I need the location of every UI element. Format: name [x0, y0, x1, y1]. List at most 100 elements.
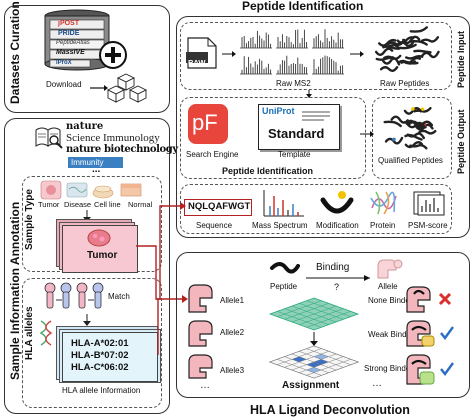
- tumor-tissue-icon: [40, 180, 62, 200]
- qualified-peptides-label: Qualified Peptides: [378, 156, 443, 165]
- hla-info-label: HLA allele Information: [62, 386, 141, 395]
- journal-more: ...: [92, 164, 101, 175]
- database-cylinder-icon: [44, 9, 110, 71]
- db-peptide-atlas: PeptideAtlas: [56, 40, 90, 46]
- psm-score-icon: [413, 191, 445, 216]
- pf-logo: [188, 104, 228, 144]
- deconv-binding-label: Binding: [316, 262, 350, 273]
- peptide-ident-sub-title: Peptide Identification: [222, 166, 314, 176]
- hla-value-2: HLA-B*07:02: [71, 350, 129, 361]
- deconv-question: ?: [334, 282, 340, 292]
- book-search-icon: [35, 127, 63, 149]
- peptide-input-box: [180, 22, 452, 90]
- disease-tissue-icon: [66, 182, 88, 198]
- db-pride: PRIDE: [58, 30, 80, 37]
- mass-spectrum-label: Mass Spectrum: [252, 221, 308, 230]
- down-arrow-icon: [306, 90, 312, 98]
- sample-normal: Normal: [128, 200, 153, 209]
- sample-disease: Disease: [64, 200, 92, 209]
- qualified-peptides-icon: [383, 106, 437, 150]
- hla-ligand-deconvolution-panel: [176, 252, 470, 398]
- sequence-label: Sequence: [196, 221, 233, 230]
- hla-alleles-box: [22, 278, 162, 408]
- none-binder-icon: [406, 286, 431, 313]
- double-arrow-icon: [306, 275, 370, 281]
- arrow-icon: [90, 85, 108, 91]
- strong-binder-label: Strong Binder: [364, 364, 413, 373]
- db-massive: MassIVE: [56, 49, 85, 56]
- allele3-icon: [188, 354, 213, 379]
- uniprot-template-card: [258, 104, 340, 150]
- tumor-selected-label: Tumor: [87, 250, 118, 261]
- sample-tumor: Tumor: [38, 200, 60, 209]
- allele-more: …: [200, 380, 210, 391]
- sample-cell-line: Cell line: [94, 200, 121, 209]
- weak-binder-label: Weak Binder: [368, 330, 414, 339]
- sequence-box: [184, 199, 252, 216]
- assignment-grid-icon: [268, 297, 360, 379]
- peptide-identification-heading: Peptide Identification: [242, 0, 364, 13]
- template-lines-icon: [302, 111, 330, 121]
- hla-molecule-icon: [44, 282, 104, 309]
- hla-value-1: HLA-A*02:01: [71, 338, 129, 349]
- dna-icon: [39, 320, 53, 346]
- cell-line-icon: [92, 185, 114, 199]
- allele1-icon: [188, 284, 213, 313]
- psm-score-label: PSM-score: [408, 221, 448, 230]
- pf-logo-text: pF: [192, 110, 218, 135]
- weak-binder-icon: [406, 320, 435, 347]
- file-boxes-icon: [106, 73, 148, 103]
- raw-peptides-label: Raw Peptides: [380, 79, 430, 88]
- hla-ligand-deconvolution-title: HLA Ligand Deconvolution: [250, 403, 410, 417]
- assignment-label: Assignment: [282, 380, 340, 391]
- binder-more: …: [372, 378, 382, 389]
- match-arrow-icon: [83, 314, 91, 326]
- hla-card: HLA-A*02:01 HLA-B*07:02 HLA-C*06:02: [62, 332, 158, 382]
- deconv-peptide-label: Peptide: [270, 282, 298, 291]
- raw-peptides-icon: [374, 26, 440, 72]
- protein-label: Protein: [370, 221, 396, 230]
- cross-icon: [438, 292, 452, 306]
- arrow-icon: [360, 131, 374, 137]
- download-label: Download: [46, 80, 82, 89]
- uniprot-logo: UniProt: [262, 106, 295, 116]
- db-iprox: iProX: [56, 60, 72, 66]
- sequence-value: NQLQAFWGT: [188, 201, 251, 212]
- arrow-icon: [222, 51, 236, 57]
- match-label: Match: [108, 292, 130, 301]
- peptide-ident-sub-box: [180, 97, 366, 179]
- peptide-output-box: [372, 97, 452, 179]
- add-circle-icon: [99, 41, 127, 69]
- strong-binder-icon: [406, 354, 435, 385]
- ms2-spectra-icon: [240, 29, 344, 75]
- deconv-allele-label: Allele: [378, 282, 398, 291]
- allele2-icon: [188, 320, 213, 347]
- standard-label: Standard: [268, 126, 325, 141]
- search-engine-label: Search Engine: [186, 150, 239, 159]
- check-icon: [440, 326, 454, 340]
- normal-tissue-icon: [120, 183, 142, 197]
- modification-icon: [320, 191, 354, 214]
- sample-info-panel: [4, 118, 170, 414]
- tumor-icon: [87, 229, 111, 247]
- hla-value-3: HLA-C*06:02: [71, 362, 129, 373]
- mass-spectrum-icon: [263, 190, 304, 217]
- none-binder-label: None Binder: [368, 296, 413, 305]
- peptide-ligand-icon: [270, 262, 300, 274]
- raw-ms2-label: Raw MS2: [276, 79, 311, 88]
- datasets-curation-panel: [4, 5, 170, 113]
- template-label: Template: [278, 150, 311, 159]
- raw-file-icon: [186, 37, 217, 69]
- journal-immunity: Immunity: [68, 157, 123, 168]
- arrow-icon: [350, 51, 364, 57]
- protein-icon: [370, 191, 397, 215]
- modification-label: Modification: [316, 221, 359, 230]
- journal-science-immunology: Science Immunology: [66, 132, 160, 144]
- allele-header-icon: [377, 259, 403, 279]
- peptide-identification-panel: [176, 16, 470, 238]
- raw-label: RAW: [188, 58, 206, 67]
- journal-nature: nature: [66, 121, 104, 132]
- allele1-label: Allele1: [220, 296, 245, 305]
- journal-nature-biotech: nature biotechnology: [66, 144, 178, 155]
